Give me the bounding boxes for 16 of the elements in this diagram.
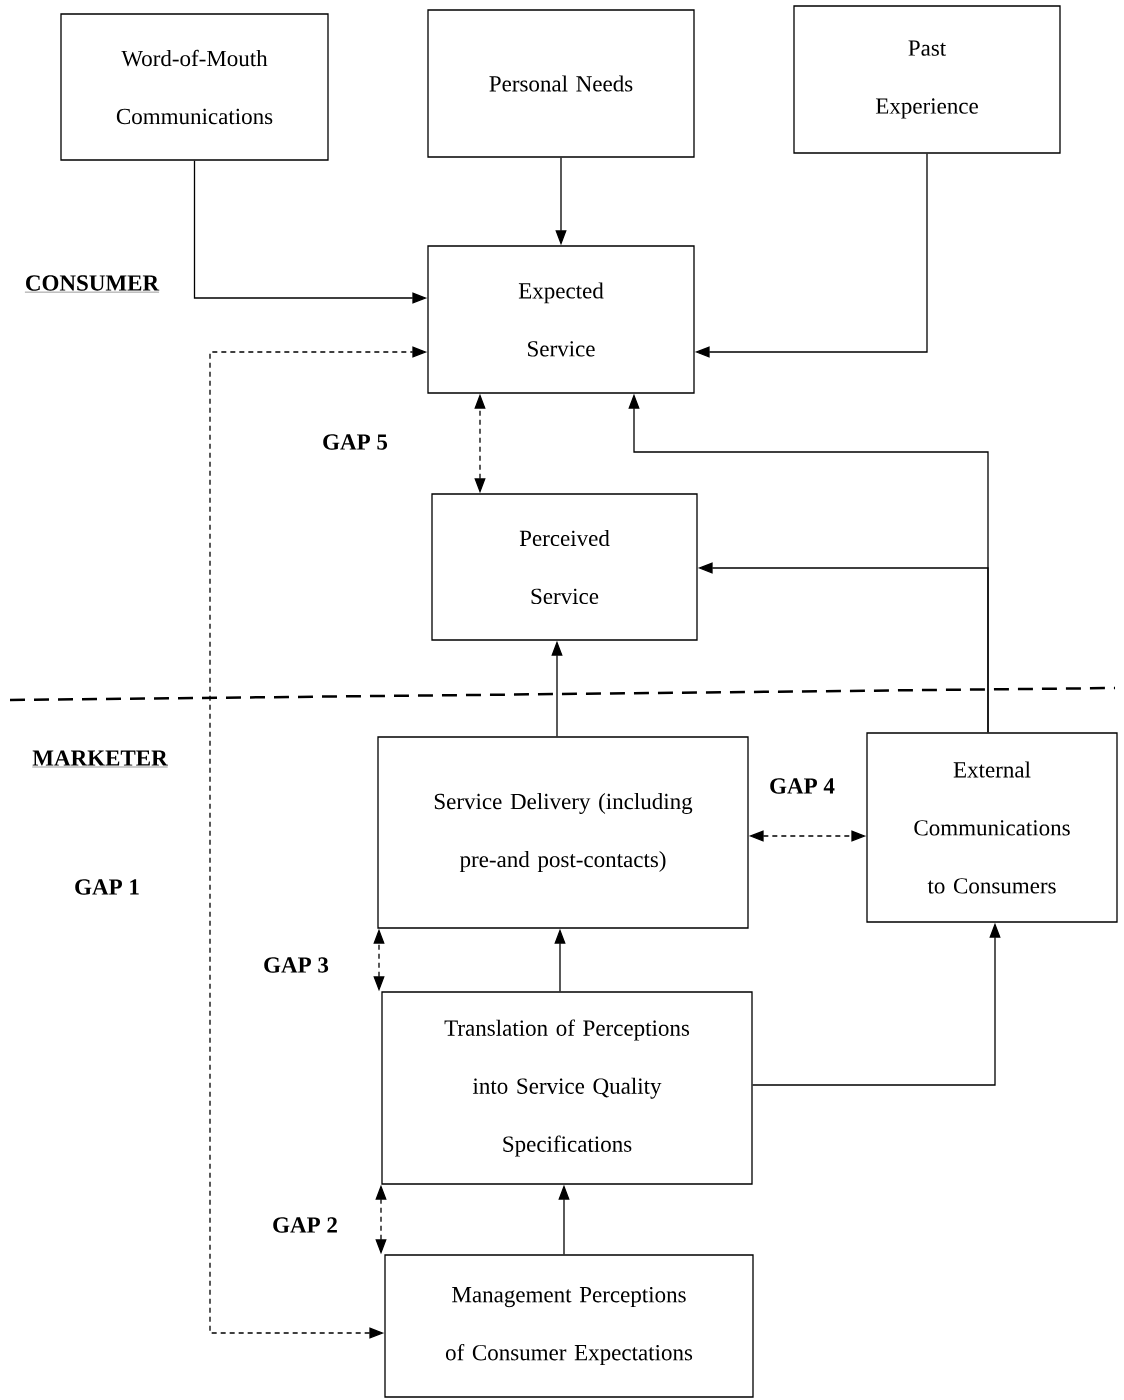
process-box: Translation of Perceptions into Service Quality Specifications: [381, 991, 753, 1185]
process-box: Word-of-Mouth Communications: [60, 13, 329, 161]
section-label: MARKETER: [32, 750, 168, 768]
edge-label: GAP 3: [261, 955, 331, 975]
process-box: Expected Service: [427, 245, 695, 394]
process-box: Personal Needs: [427, 9, 695, 158]
edge-label: GAP 1: [72, 877, 142, 897]
process-box: Management Perceptions of Consumer Expectations: [384, 1254, 754, 1398]
section-label: CONSUMER: [24, 275, 160, 293]
process-box: Service Delivery (including pre-and post-contacts): [377, 736, 749, 929]
edge-label: GAP 5: [320, 432, 390, 452]
process-box: Past Experience: [793, 5, 1061, 154]
process-box: Perceived Service: [431, 493, 698, 641]
edge-label: GAP 4: [767, 776, 837, 796]
edge-label: GAP 2: [270, 1215, 340, 1235]
process-box: External Communications to Consumers: [866, 732, 1118, 923]
